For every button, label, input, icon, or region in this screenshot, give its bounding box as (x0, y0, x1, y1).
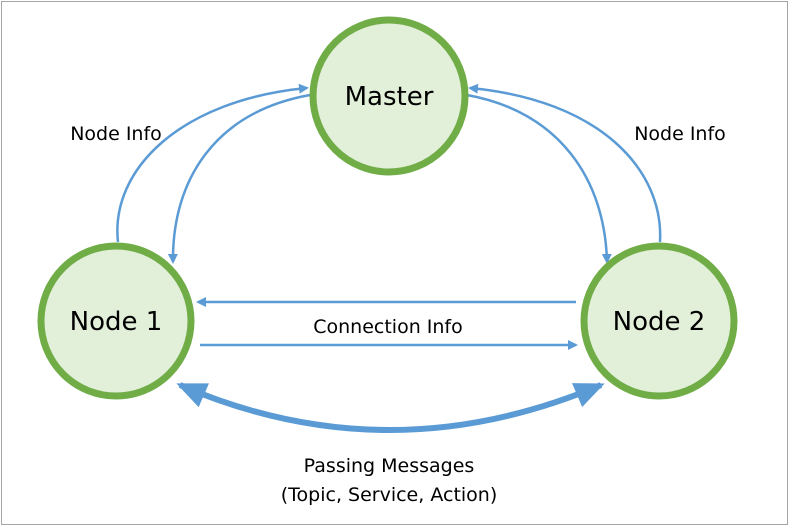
node-info-left-label: Node Info (70, 123, 162, 145)
arrow-master-to-node1 (167, 93, 311, 264)
passing-messages-label: Passing Messages (304, 455, 475, 477)
master-node: Master (309, 16, 469, 176)
arrow-master-to-node2 (466, 93, 612, 264)
node-info-right-label: Node Info (634, 123, 726, 145)
node1: Node 1 (37, 242, 195, 400)
node1-label: Node 1 (70, 307, 163, 337)
node2-label: Node 2 (613, 307, 706, 337)
passing-messages-types-label: (Topic, Service, Action) (281, 484, 498, 506)
arrow-passing-messages (176, 382, 605, 433)
connection-info-label: Connection Info (313, 316, 463, 338)
arrow-node2-to-master (468, 83, 662, 243)
node2: Node 2 (580, 242, 738, 400)
arrow-node1-to-master (116, 83, 309, 243)
master-node-label: Master (345, 82, 434, 112)
